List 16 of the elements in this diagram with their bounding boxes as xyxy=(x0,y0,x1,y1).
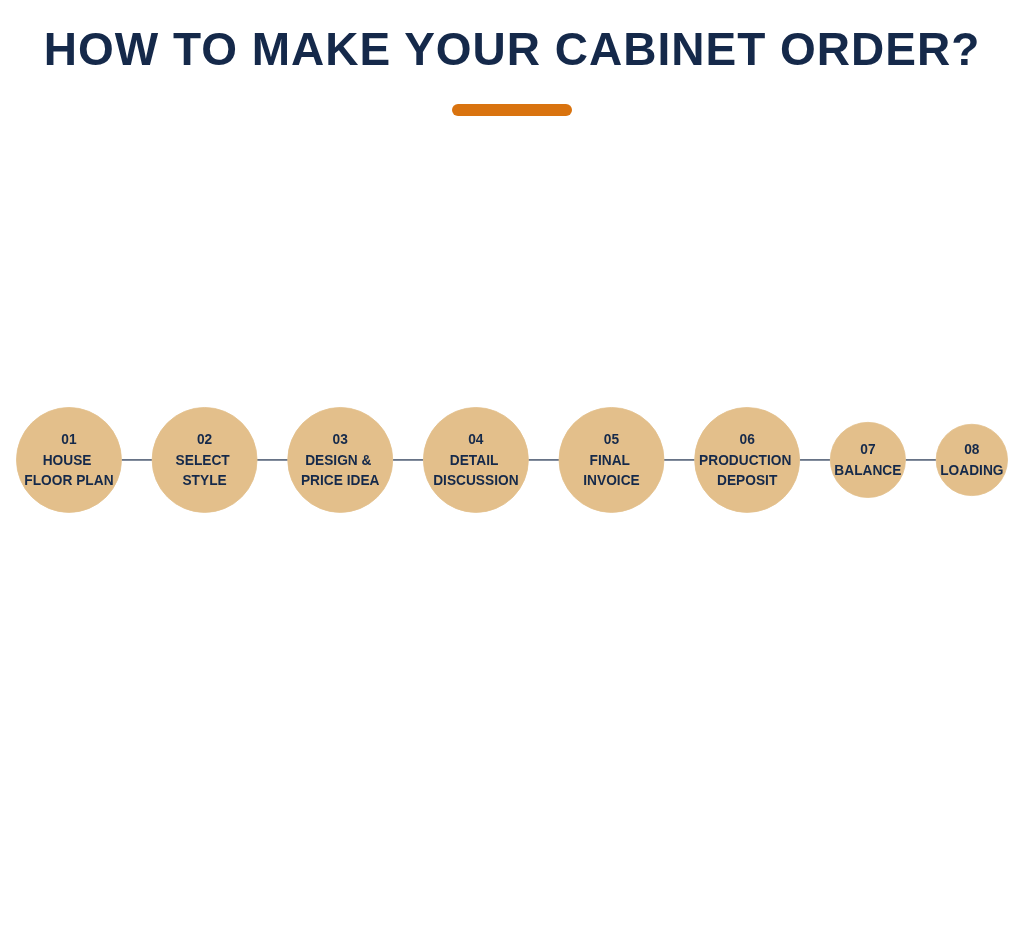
connector xyxy=(663,459,696,461)
node-circle: 04 DETAIL DISCUSSION xyxy=(423,407,529,513)
node-circle: 02 SELECT STYLE xyxy=(151,407,258,513)
node-circle: 06 PRODUCTION DEPOSIT xyxy=(694,407,801,513)
node-circle: 07 BALANCE xyxy=(829,422,906,498)
node-circle: 08 LOADING xyxy=(935,423,1008,497)
title: HOW TO MAKE YOUR CABINET ORDER? xyxy=(42,22,982,76)
node-circle: 01 HOUSE FLOOR PLAN xyxy=(16,407,122,513)
connector xyxy=(256,459,289,461)
connector xyxy=(799,459,831,461)
node-circle: 03 DESIGN & PRICE IDEA xyxy=(287,407,394,513)
connector xyxy=(527,459,560,461)
connector xyxy=(120,459,153,461)
node-circle: 05 FINAL INVOICE xyxy=(558,407,665,513)
connector xyxy=(392,459,424,461)
connector xyxy=(904,459,937,461)
